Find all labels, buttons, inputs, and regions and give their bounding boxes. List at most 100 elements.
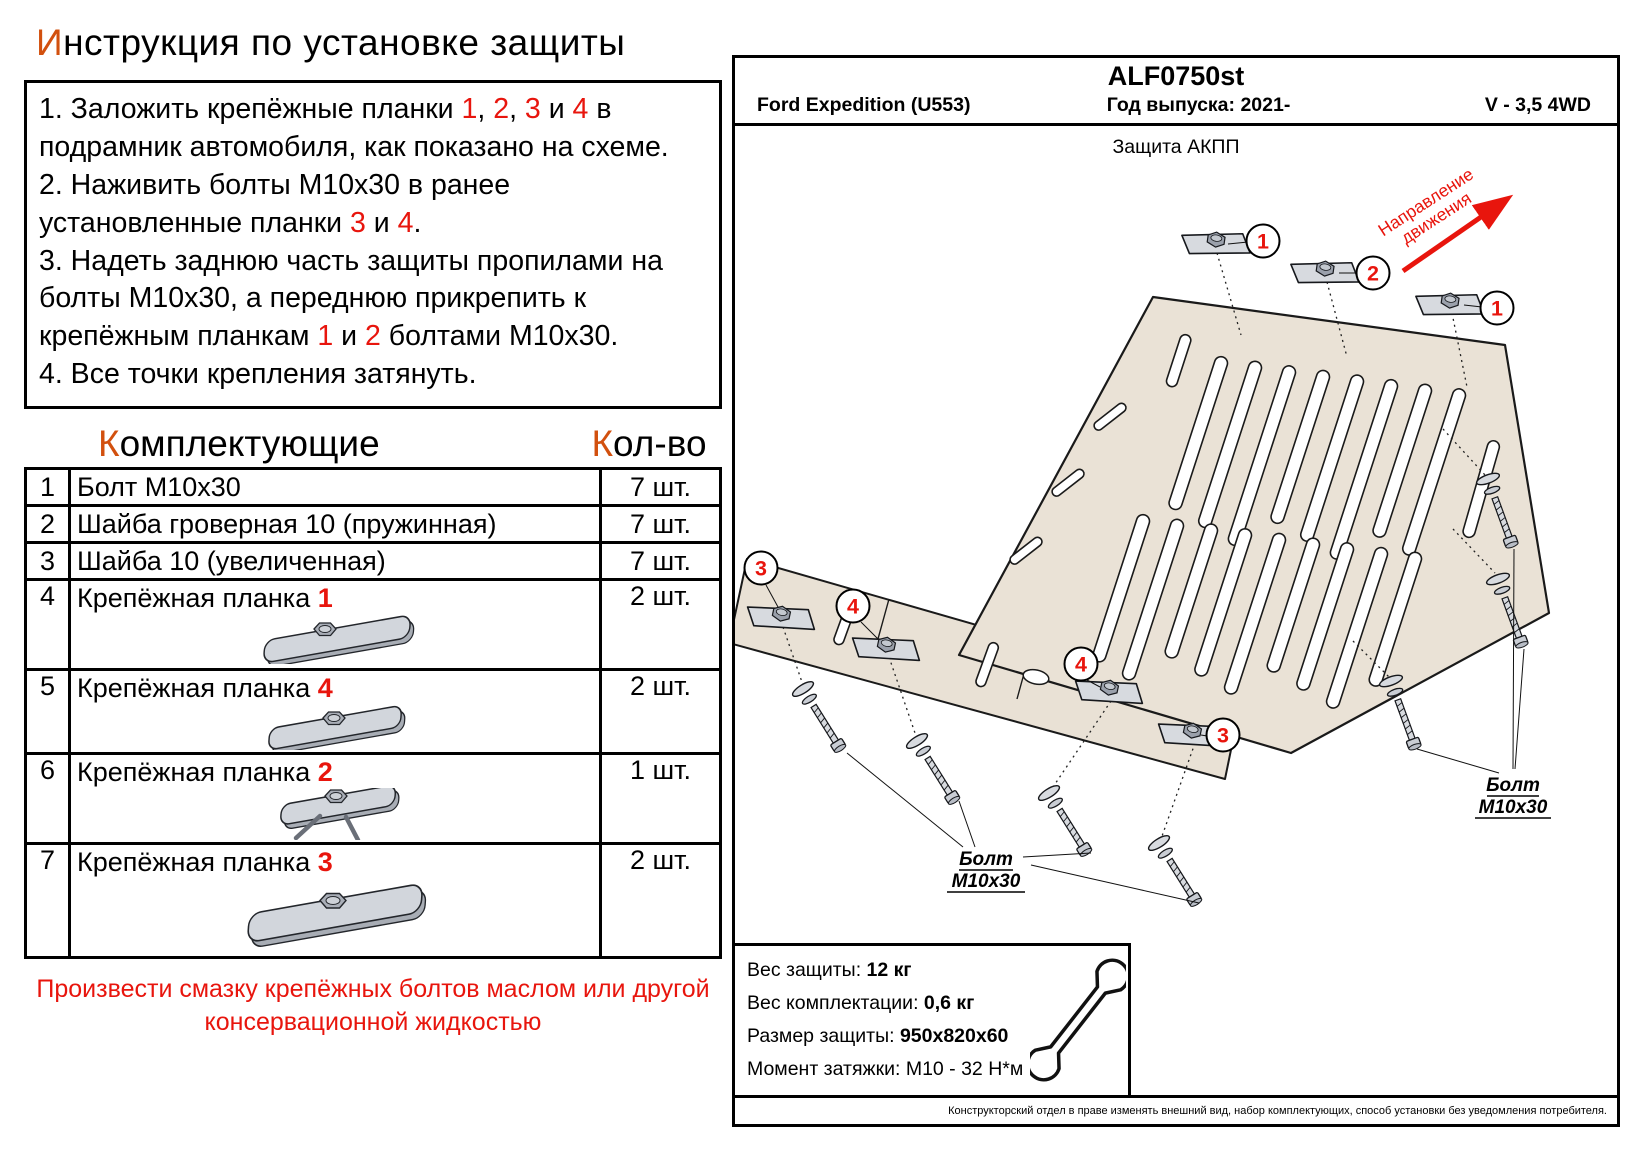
row-number: 5 [24, 668, 71, 756]
callout-1: 1 [1245, 223, 1281, 259]
part-name: Шайба гроверная 10 (пружинная) [68, 504, 602, 545]
svg-text:2: 2 [1367, 262, 1379, 286]
callouts: 1 2 1 3 4 4 3 [743, 223, 1515, 753]
table-row: 1 Болт М10х30 7 шт. [24, 467, 722, 508]
table-row: 3 Шайба 10 (увеличенная) 7 шт. [24, 541, 722, 582]
part-name: Крепёжная планка [77, 847, 318, 878]
mounting-plank [1178, 224, 1254, 263]
part-name-cell: Крепёжная планка 1 [68, 578, 602, 672]
part-name: Болт М10х30 [68, 467, 602, 508]
svg-text:М10х30: М10х30 [1479, 797, 1548, 818]
bolt-assembly [1035, 782, 1099, 862]
table-row: 4 Крепёжная планка 1 [24, 578, 722, 672]
table-row: 5 Крепёжная планка 4 [24, 668, 722, 756]
part-name-cell: Крепёжная планка 2 [68, 752, 602, 846]
part-qty: 7 шт. [599, 541, 722, 582]
direction-label: Направлениедвижения [1374, 164, 1487, 256]
part-name-number: 3 [317, 847, 333, 878]
bolt-label-bottom: Болт [959, 849, 1013, 870]
svg-text:1: 1 [1257, 230, 1269, 254]
table-row: 7 Крепёжная планка 3 [24, 842, 722, 960]
panel-header: ALF0750st Ford Expedition (U553) Год вып… [735, 58, 1617, 126]
callout-3: 3 [743, 550, 779, 586]
parts-table-header: Комплектующие Кол-во [24, 423, 722, 465]
table-row: 2 Шайба гроверная 10 (пружинная) 7 шт. [24, 504, 722, 545]
part-name-cell: Крепёжная планка 4 [68, 668, 602, 756]
part-name: Крепёжная планка [77, 757, 318, 788]
callout-1b: 1 [1479, 290, 1515, 326]
alignment-dotted-lines [782, 252, 1496, 840]
wrench-icon [1026, 950, 1130, 1101]
vent-slots [833, 333, 1501, 709]
part-qty: 7 шт. [599, 467, 722, 508]
part-qty: 2 шт. [599, 842, 722, 960]
svg-text:1: 1 [1491, 297, 1503, 321]
callout-4: 4 [835, 588, 871, 624]
row-number: 7 [24, 842, 71, 960]
part-qty: 7 шт. [599, 504, 722, 545]
part-name: Крепёжная планка [77, 583, 318, 614]
bolt-label-underlines [947, 795, 1551, 893]
callout-4b: 4 [1063, 646, 1099, 682]
part-name-number: 4 [317, 673, 333, 704]
part-name: Крепёжная планка [77, 673, 318, 704]
part-name: Шайба 10 (увеличенная) [68, 541, 602, 582]
spec-torque: Момент затяжки: М10 - 32 Н*м [747, 1058, 1024, 1080]
instruction-step-3: 3. Надеть заднюю часть защиты пропилами … [39, 244, 663, 353]
row-number: 6 [24, 752, 71, 846]
spec-weight: Вес защиты: 12 кг [747, 959, 912, 981]
parts-header-title: Комплектующие [98, 423, 380, 465]
part-name-number: 2 [317, 757, 333, 788]
svg-text:3: 3 [755, 557, 767, 581]
page-title-rest: нструкция по установке защиты [63, 22, 626, 63]
protection-plate-diagram: Направлениедвижения 1 2 1 3 4 4 3 Болт М… [735, 164, 1551, 912]
page-title: Инструкция по установке защиты [36, 22, 722, 64]
row-number: 4 [24, 578, 71, 672]
row-number: 1 [24, 467, 71, 508]
parts-header-qty: Кол-во [591, 423, 707, 465]
direction-arrow [1401, 194, 1514, 274]
instruction-step-1: 1. Заложить крепёжные планки 1, 2, 3 и 4… [39, 93, 669, 163]
spec-kit-weight: Вес комплектации: 0,6 кг [747, 992, 975, 1014]
bolt-label-right: Болт [1486, 775, 1540, 796]
disclaimer: Конструкторский отдел в праве изменять в… [735, 1095, 1617, 1124]
car-model: Ford Expedition (U553) [757, 94, 971, 116]
installation-instructions-box: 1. Заложить крепёжные планки 1, 2, 3 и 4… [24, 80, 722, 410]
part-qty: 1 шт. [599, 752, 722, 846]
engine-spec: V - 3,5 4WD [1484, 94, 1592, 116]
svg-text:3: 3 [1217, 724, 1229, 748]
svg-text:4: 4 [847, 595, 859, 619]
specs-box: Вес защиты: 12 кг Вес комплектации: 0,6 … [735, 943, 1131, 1095]
diagram-subtitle: Защита АКПП [1112, 136, 1240, 158]
part-qty: 2 шт. [599, 668, 722, 756]
plank-3-image [77, 878, 593, 948]
plank-1-image [77, 614, 593, 665]
left-column: Инструкция по установке защиты 1. Заложи… [24, 16, 722, 1038]
page-title-first-letter: И [36, 22, 64, 63]
svg-text:М10х30: М10х30 [952, 871, 1021, 892]
svg-text:4: 4 [1075, 653, 1087, 677]
parts-table: 1 Болт М10х30 7 шт. 2 Шайба гроверная 10… [24, 467, 722, 960]
diagram-panel: ALF0750st Ford Expedition (U553) Год вып… [732, 55, 1620, 1127]
spec-size: Размер защиты: 950х820х60 [747, 1025, 1009, 1047]
instruction-step-2: 2. Наживить болты М10х30 в ранее установ… [39, 168, 511, 239]
part-name-number: 1 [317, 583, 333, 614]
plank-2-image [77, 788, 593, 841]
callout-2: 2 [1355, 255, 1391, 291]
bolt-assembly [1145, 832, 1209, 912]
instruction-step-4: 4. Все точки крепления затянуть. [39, 358, 477, 391]
bolt-assembly [903, 730, 967, 810]
leader-lines [765, 241, 1525, 904]
table-row: 6 Крепёжная планка 2 [24, 752, 722, 846]
part-name-cell: Крепёжная планка 3 [68, 842, 602, 960]
grease-note: Произвести смазку крепёжных болтов масло… [36, 975, 710, 1036]
row-number: 2 [24, 504, 71, 545]
mounting-plank [1412, 285, 1488, 324]
plank-4-image [77, 704, 593, 751]
callout-3b: 3 [1205, 717, 1241, 753]
bolt-labels: Болт М10х30 Болт М10х30 [952, 775, 1548, 892]
model-year: Год выпуска: 2021- [1106, 94, 1291, 116]
part-qty: 2 шт. [599, 578, 722, 672]
row-number: 3 [24, 541, 71, 582]
product-code: ALF0750st [1107, 61, 1245, 91]
